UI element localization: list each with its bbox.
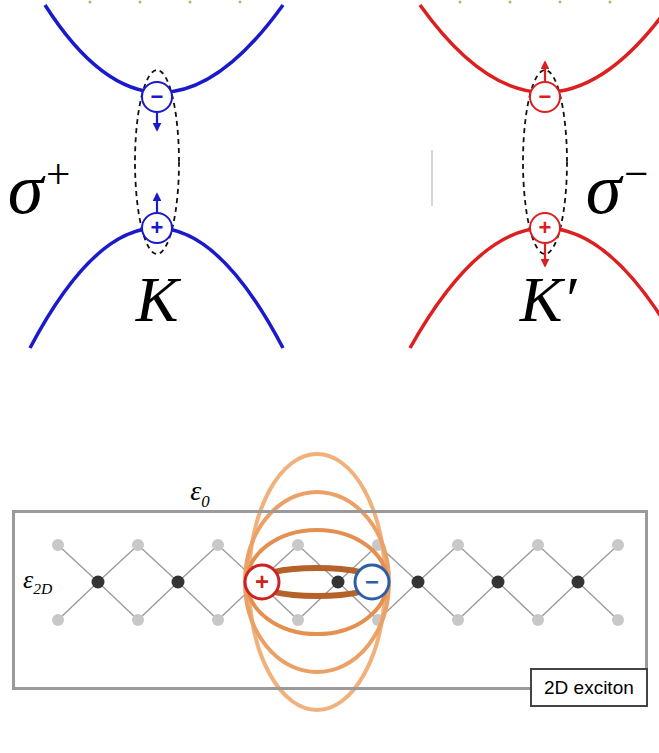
top-dots [89, 1, 612, 4]
valley-name: K′ [520, 268, 577, 332]
electron [355, 565, 389, 599]
charge-sign: + [151, 217, 164, 239]
spin-arrow [544, 244, 546, 266]
lattice [52, 539, 624, 626]
exciton-ellipse [135, 70, 179, 254]
electron [142, 82, 172, 112]
divider [432, 150, 433, 206]
hole [142, 213, 172, 243]
spin-arrow [544, 62, 546, 81]
exciton-ellipse [523, 70, 567, 254]
field-lines [245, 454, 389, 710]
caption-box: 2D exciton [530, 668, 648, 707]
k-valley-bands [30, 5, 283, 348]
permittivity-label: ε2D [23, 567, 52, 597]
valley-polarization: σ+ [8, 152, 73, 225]
hole [530, 213, 560, 243]
spin-arrow [156, 194, 158, 212]
charge-sign: − [151, 86, 164, 108]
caption-text: 2D exciton [544, 678, 634, 697]
charge-sign: − [365, 570, 379, 594]
valley-name: K [136, 268, 179, 332]
electron [530, 82, 560, 112]
charge-sign: + [539, 217, 552, 239]
charge-sign: + [255, 570, 269, 594]
kprime-valley-bands [410, 5, 659, 348]
material-layer: ε2D [12, 510, 648, 690]
permittivity-label: ε0 [190, 477, 209, 510]
valley-polarization: σ− [586, 152, 651, 225]
charge-sign: − [539, 86, 552, 108]
hole [245, 565, 279, 599]
spin-arrow [156, 113, 158, 130]
